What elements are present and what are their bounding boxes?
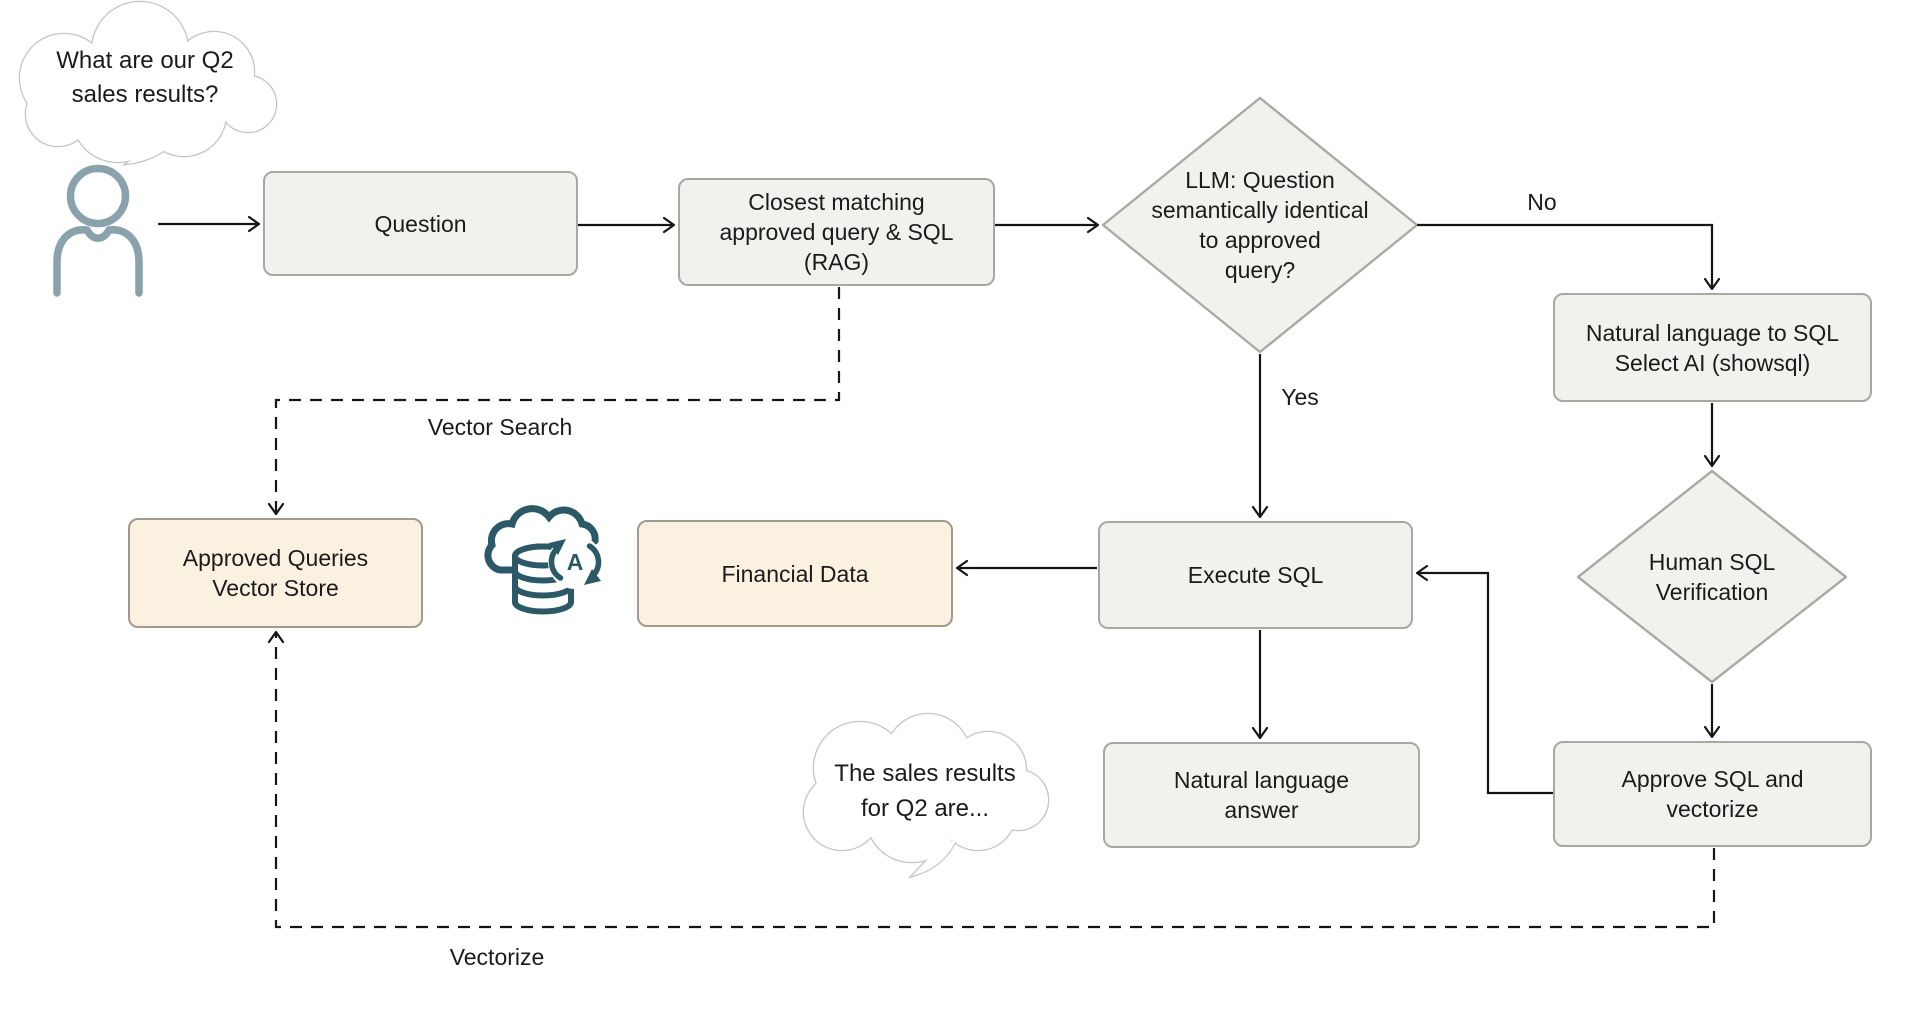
node-label: Select AI (showsql) bbox=[1614, 349, 1811, 376]
node-label: (RAG) bbox=[803, 249, 870, 275]
node-label: semantically identical bbox=[1151, 197, 1369, 223]
edge-vectorize-dashed bbox=[267, 630, 1716, 929]
node-label: Financial Data bbox=[721, 560, 869, 587]
node-label: Question bbox=[374, 210, 467, 237]
node-question[interactable]: Question bbox=[263, 171, 578, 276]
human-verification-diamond-shape[interactable] bbox=[1576, 469, 1848, 684]
answer-bubble-text: The sales results for Q2 are... bbox=[810, 756, 1040, 826]
edge-label-yes: Yes bbox=[1281, 384, 1319, 410]
edge-approve-to-execute bbox=[1415, 564, 1553, 795]
node-execute-sql[interactable]: Execute SQL bbox=[1098, 521, 1413, 629]
node-approved-queries-vector-store[interactable]: Approved Queries Vector Store bbox=[128, 518, 423, 628]
edge-label-no: No bbox=[1527, 189, 1557, 215]
node-label: answer bbox=[1224, 797, 1299, 823]
node-label: Vector Store bbox=[212, 575, 339, 601]
edge-decision-no-to-nl2sql bbox=[1417, 223, 1721, 291]
node-approve-sql-vectorize[interactable]: Approve SQL and vectorize bbox=[1553, 741, 1872, 847]
cloud-database-sync-icon: A bbox=[484, 505, 602, 615]
node-label: Approved Queries bbox=[182, 545, 369, 571]
edge-label-vector-search: Vector Search bbox=[427, 414, 573, 440]
node-label: Closest matching bbox=[748, 189, 925, 215]
node-label: Natural language bbox=[1173, 767, 1350, 793]
bubble-line: What are our Q2 bbox=[56, 47, 234, 74]
node-closest-matching-query[interactable]: Closest matching approved query & SQL (R… bbox=[678, 178, 995, 286]
bubble-line: The sales results bbox=[834, 760, 1016, 787]
thought-bubble-answer bbox=[802, 712, 1050, 879]
node-label: query? bbox=[1224, 257, 1296, 283]
node-label: Verification bbox=[1655, 579, 1769, 605]
thought-bubble-question bbox=[18, 0, 278, 166]
node-label: to approved bbox=[1199, 227, 1321, 253]
user-icon bbox=[53, 164, 143, 297]
node-label: vectorize bbox=[1666, 796, 1759, 822]
node-label: Approve SQL and bbox=[1621, 766, 1804, 792]
node-human-sql-verification[interactable]: Human SQL Verification bbox=[1607, 532, 1817, 622]
node-decision-semantic-match[interactable]: LLM: Question semantically identical to … bbox=[1145, 137, 1375, 313]
node-nl-to-sql[interactable]: Natural language to SQL Select AI (shows… bbox=[1553, 293, 1872, 402]
node-financial-data[interactable]: Financial Data bbox=[637, 520, 953, 627]
bubble-line: sales results? bbox=[71, 81, 219, 108]
node-natural-language-answer[interactable]: Natural language answer bbox=[1103, 742, 1420, 848]
question-bubble-text: What are our Q2 sales results? bbox=[30, 44, 260, 112]
node-label: LLM: Question bbox=[1185, 167, 1335, 193]
edge-label-vectorize: Vectorize bbox=[449, 944, 545, 970]
node-label: Natural language to SQL bbox=[1585, 319, 1840, 346]
node-label: approved query & SQL bbox=[719, 219, 954, 245]
decision-diamond-shape[interactable] bbox=[1101, 96, 1419, 354]
edge-vector-search-dashed bbox=[267, 287, 841, 516]
node-label: Execute SQL bbox=[1187, 562, 1324, 588]
bubble-line: for Q2 are... bbox=[860, 795, 990, 822]
sync-letter: A bbox=[567, 549, 584, 575]
node-label: Human SQL bbox=[1648, 549, 1776, 575]
